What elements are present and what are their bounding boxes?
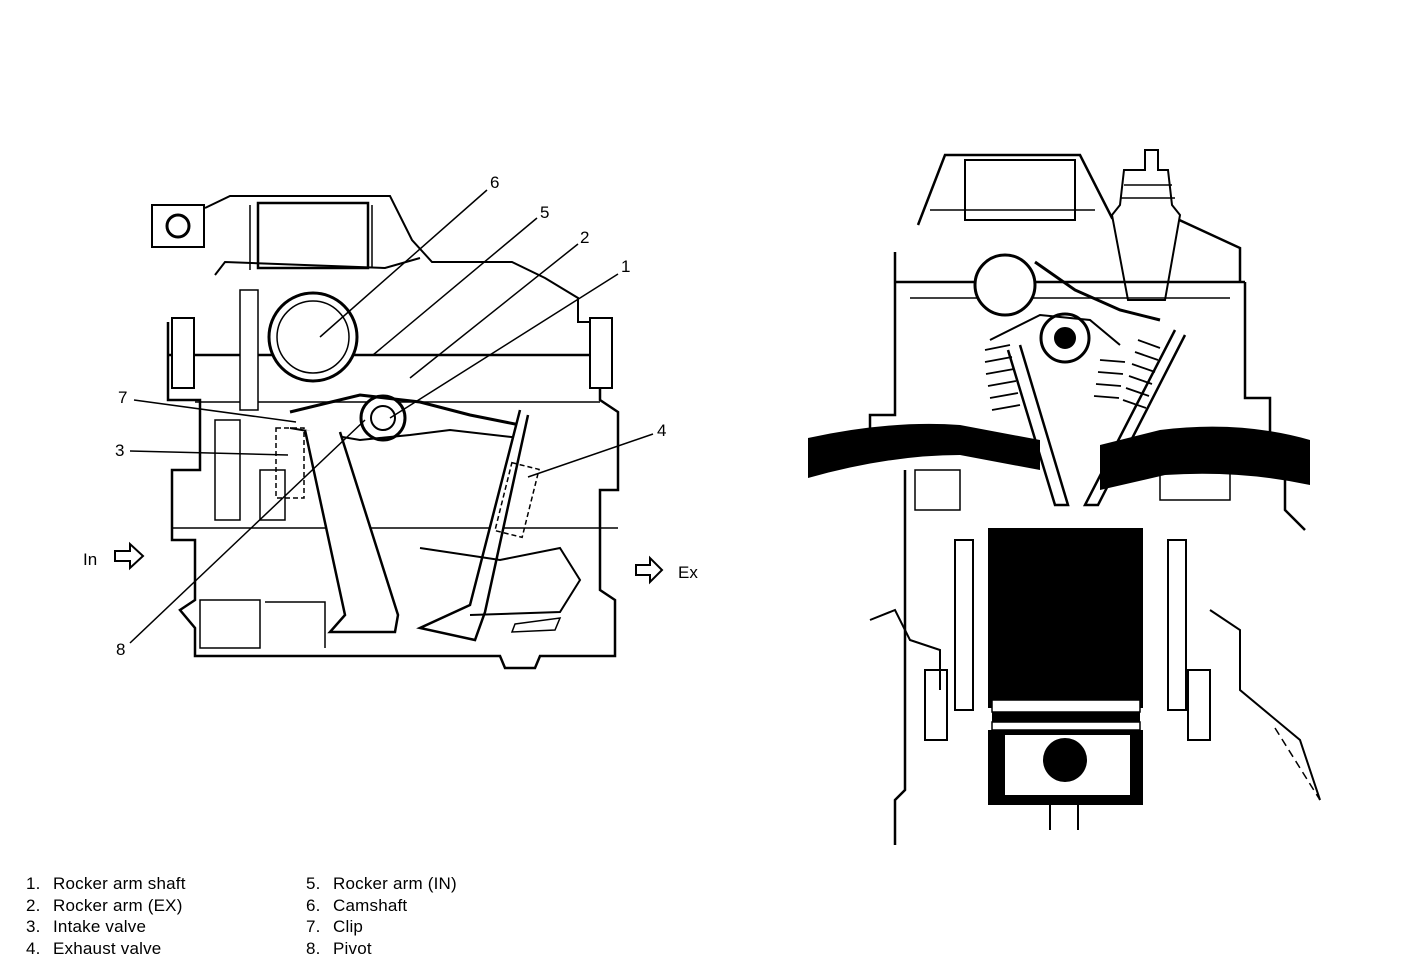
callout-1: 1	[621, 257, 630, 276]
callout-7: 7	[118, 388, 127, 407]
legend-number: 4.	[26, 938, 41, 958]
exhaust-label: Ex	[678, 563, 698, 582]
callout-6: 6	[490, 173, 499, 192]
legend-number: 8.	[306, 938, 321, 958]
legend-number: 7.	[306, 917, 321, 936]
legend-label: Rocker arm (IN)	[333, 874, 457, 893]
legend-number: 1.	[26, 874, 41, 893]
legend-item: 5. Rocker arm (IN)	[306, 873, 457, 895]
callout-5: 5	[540, 203, 549, 222]
legend-label: Rocker arm shaft	[53, 874, 186, 893]
legend-left-column: 1. Rocker arm shaft 2. Rocker arm (EX) 3. I…	[26, 873, 186, 959]
legend-item: 1. Rocker arm shaft	[26, 873, 186, 895]
legend-item: 7. Clip	[306, 916, 457, 938]
manifold-band	[808, 423, 1310, 490]
legend-label: Exhaust valve	[53, 938, 162, 958]
legend-right-column: 5. Rocker arm (IN) 6. Camshaft 7. Clip 8. Pi…	[306, 873, 457, 959]
legend-label: Pivot	[333, 938, 372, 958]
legend-item: 6. Camshaft	[306, 895, 457, 917]
legend-label: Camshaft	[333, 895, 408, 915]
cylinder-head-section	[151, 195, 620, 670]
legend-item: 3. Intake valve	[26, 916, 186, 938]
callout-2: 2	[580, 228, 589, 247]
cylinder-bore	[988, 528, 1143, 805]
legend-item: 8. Pivot	[306, 938, 457, 960]
legend-item: 4. Exhaust valve	[26, 938, 186, 960]
engine-block-section	[868, 149, 1321, 845]
intake-label: In	[83, 550, 97, 569]
legend-label: Rocker arm (EX)	[53, 895, 183, 915]
callout-4: 4	[657, 421, 666, 440]
callout-8: 8	[116, 640, 125, 659]
legend-number: 6.	[306, 895, 321, 915]
callout-leader-lines	[129, 189, 654, 644]
legend-item: 2. Rocker arm (EX)	[26, 895, 186, 917]
legend-label: Clip	[333, 917, 364, 936]
legend-number: 3.	[26, 917, 41, 936]
callout-3: 3	[115, 441, 124, 460]
legend-number: 5.	[306, 874, 321, 893]
legend-number: 2.	[26, 895, 41, 915]
intake-flow-arrow-icon	[114, 541, 145, 571]
exhaust-flow-arrow-icon	[635, 555, 664, 585]
legend-label: Intake valve	[53, 917, 147, 936]
